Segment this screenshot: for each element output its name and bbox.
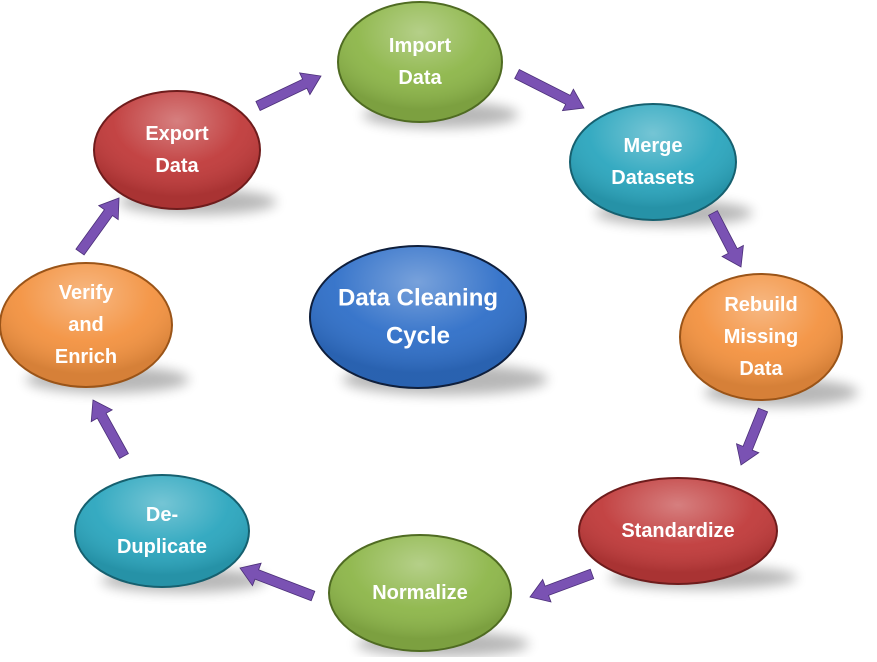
rebuild-missing-data-label-line: Rebuild (724, 294, 797, 316)
verify-and-enrich-label-line: and (68, 314, 104, 336)
cycle-arrow-2 (708, 210, 744, 268)
center-title-label-line: Cycle (386, 323, 450, 350)
cycle-arrow-4 (529, 568, 595, 603)
normalize-label-line: Normalize (372, 582, 468, 604)
merge-datasets-label-line: Datasets (611, 167, 694, 189)
cycle-arrow-5 (239, 562, 316, 602)
standardize-node: Standardize (578, 477, 778, 585)
merge-datasets-label-line: Merge (624, 135, 683, 157)
cycle-arrow-3 (735, 407, 769, 466)
de-duplicate-label-line: De- (146, 504, 178, 526)
de-duplicate-label-line: Duplicate (117, 536, 207, 558)
rebuild-missing-data-label-line: Data (739, 358, 783, 380)
export-data-label-line: Export (145, 123, 209, 145)
export-data-gloss (95, 92, 259, 208)
standardize-label-line: Standardize (621, 520, 734, 542)
de-duplicate-gloss (76, 476, 248, 586)
verify-and-enrich-label-line: Verify (59, 282, 114, 304)
cycle-arrow-6 (90, 399, 129, 459)
de-duplicate-node: De- Duplicate (74, 474, 250, 588)
center-title-gloss (311, 247, 525, 387)
merge-datasets-gloss (571, 105, 735, 219)
rebuild-missing-data-label-line: Missing (724, 326, 798, 348)
import-data-label-line: Import (389, 35, 452, 57)
verify-and-enrich-label-line: Enrich (55, 346, 117, 368)
cycle-arrow-7 (75, 197, 120, 256)
cycle-arrow-1 (514, 68, 585, 112)
import-data-gloss (339, 3, 501, 121)
verify-and-enrich-gloss (1, 264, 171, 386)
center-title-label-line: Data Cleaning (338, 285, 498, 312)
export-data-label-line: Data (155, 155, 199, 177)
normalize-gloss (330, 536, 510, 650)
rebuild-missing-data-gloss (681, 275, 841, 399)
import-data-label-line: Data (398, 67, 442, 89)
normalize-node: Normalize (328, 534, 512, 652)
standardize-gloss (580, 479, 776, 583)
cycle-arrow-8 (255, 72, 322, 112)
